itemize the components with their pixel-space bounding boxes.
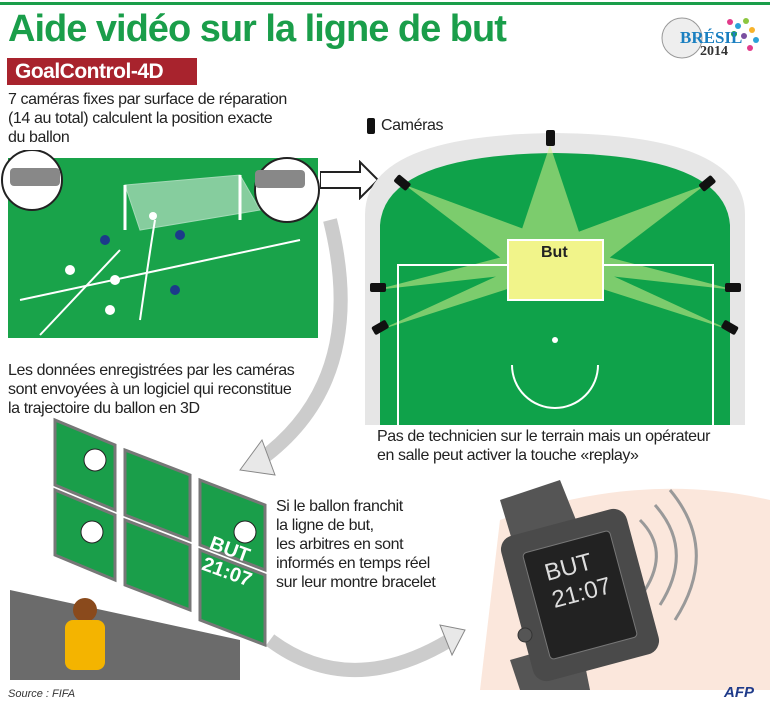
- caption-line: du ballon: [8, 129, 70, 146]
- pitch-diagram: [365, 130, 745, 425]
- camera-legend: Caméras: [367, 116, 444, 135]
- top-rule: [0, 2, 770, 5]
- caption-line: Les données enregistrées par les caméras: [8, 362, 295, 379]
- caption-line: en salle peut activer la touche «replay»: [377, 447, 639, 464]
- caption-line: la ligne de but,: [276, 517, 374, 534]
- caption-line: la trajectoire du ballon en 3D: [8, 400, 200, 417]
- caption-no-technician: Pas de technicien sur le terrain mais un…: [377, 427, 710, 465]
- caption-line: 7 caméras fixes par surface de réparatio…: [8, 91, 287, 108]
- arrow-right-icon: [320, 160, 380, 200]
- caption-cameras-intro: 7 caméras fixes par surface de réparatio…: [8, 90, 287, 147]
- caption-data-sent: Les données enregistrées par les caméras…: [8, 361, 295, 418]
- caption-line: les arbitres en sont: [276, 536, 404, 553]
- goal-label: But: [541, 244, 568, 261]
- watch-illustration: [480, 480, 770, 690]
- caption-line: (14 au total) calculent la position exac…: [8, 110, 273, 127]
- caption-line: sur leur montre bracelet: [276, 574, 436, 591]
- control-room-illustration: [10, 417, 267, 680]
- caption-line: informés en temps réel: [276, 555, 430, 572]
- system-name-badge: GoalControl-4D: [7, 58, 197, 85]
- afp-logo: AFP: [724, 684, 754, 701]
- goal-scene-illustration: [1, 150, 320, 338]
- caption-watch-info: Si le ballon franchit la ligne de but, l…: [276, 497, 436, 592]
- source-note: Source : FIFA: [8, 688, 76, 700]
- page-title: Aide vidéo sur la ligne de but: [8, 8, 507, 50]
- caption-line: Si le ballon franchit: [276, 498, 403, 515]
- vibration-waves-icon: [638, 489, 698, 621]
- caption-line: Pas de technicien sur le terrain mais un…: [377, 428, 711, 445]
- camera-marker-icon: [367, 117, 375, 134]
- bresil-2014-logo: BRÉSIL 2014: [660, 12, 765, 60]
- caption-line: sont envoyées à un logiciel qui reconsti…: [8, 381, 292, 398]
